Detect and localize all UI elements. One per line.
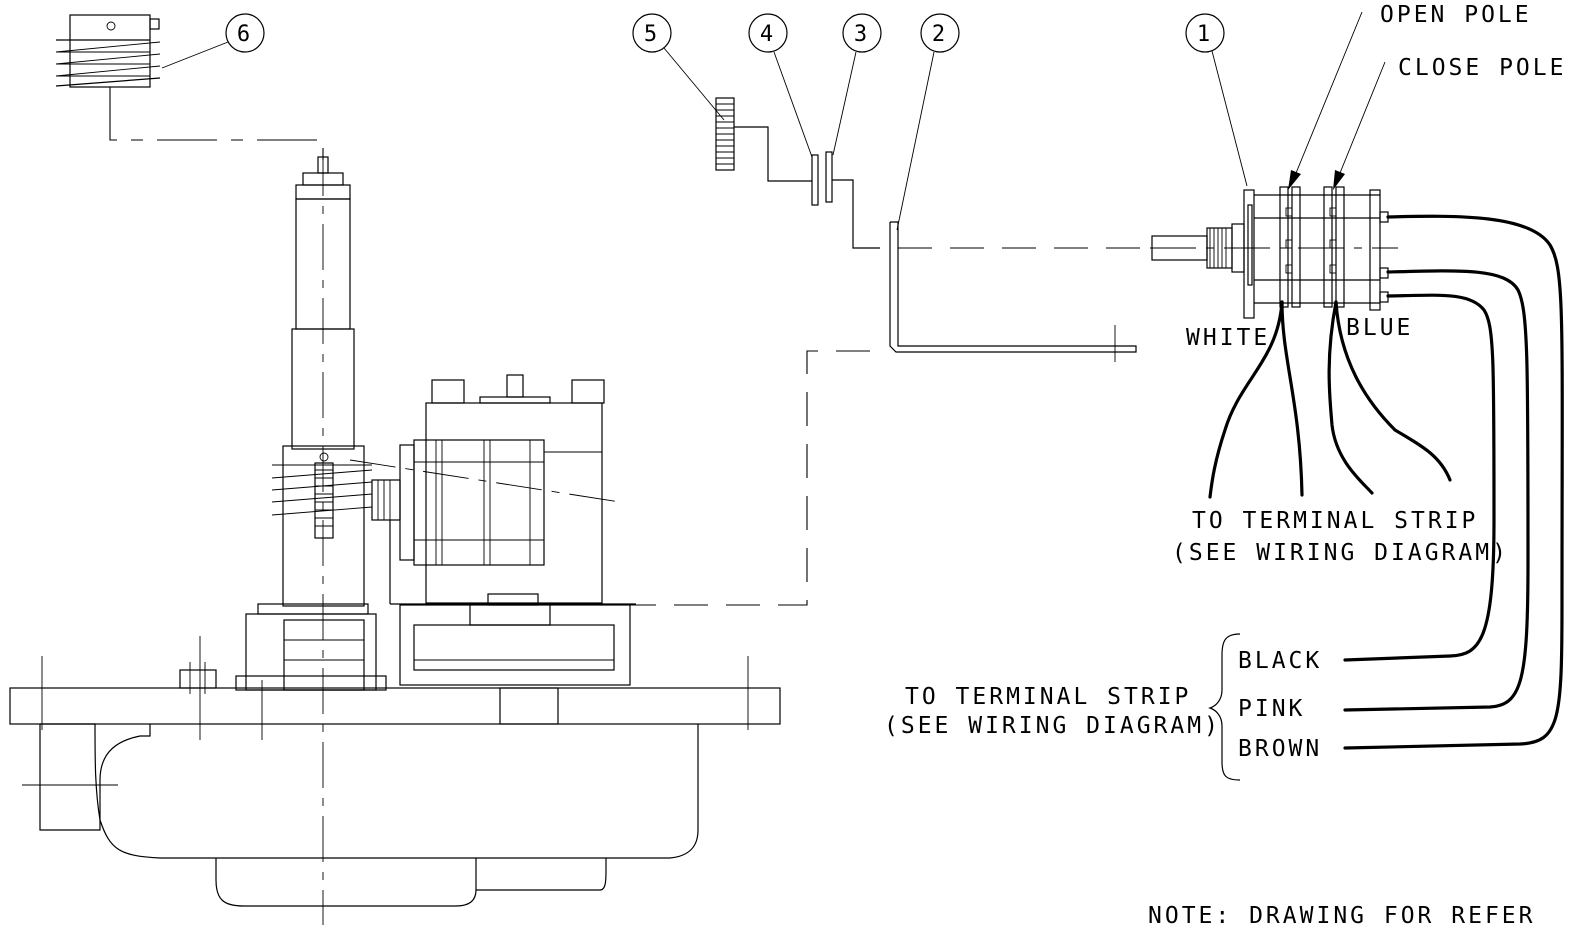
part-3-washer xyxy=(825,151,833,203)
close-pole-label: CLOSE POLE xyxy=(1398,55,1566,81)
balloon-3: 3 xyxy=(832,13,882,156)
actuator-base-assembly xyxy=(9,150,781,925)
white-wire-label: WHITE xyxy=(1186,325,1270,351)
balloon-1: 1 xyxy=(1185,13,1248,187)
open-pole-leader xyxy=(1288,11,1363,190)
open-pole-label: OPEN POLE xyxy=(1380,2,1532,28)
terminal-strip-upper-line1: TO TERMINAL STRIP xyxy=(1192,508,1478,534)
wire-group-brace xyxy=(1208,633,1241,781)
balloon-2: 2 xyxy=(896,13,960,231)
part-5-axis xyxy=(734,126,812,182)
svg-text:4: 4 xyxy=(760,22,776,47)
assembly-path-bracket xyxy=(612,350,870,606)
svg-text:6: 6 xyxy=(237,22,253,47)
part-2-bracket xyxy=(889,221,1137,362)
terminal-strip-upper-line2: (SEE WIRING DIAGRAM) xyxy=(1172,540,1509,566)
svg-text:1: 1 xyxy=(1197,22,1213,47)
assembly-path-6 xyxy=(109,87,324,160)
part-5-gear xyxy=(715,97,735,171)
terminal-strip-lower-line1: TO TERMINAL STRIP xyxy=(905,684,1191,710)
balloon-6: 6 xyxy=(161,13,265,69)
part-3-axis xyxy=(832,179,880,249)
balloon-4: 4 xyxy=(748,13,813,158)
black-wire-label: BLACK xyxy=(1238,648,1322,674)
part-1-rotary-switch xyxy=(1150,186,1398,319)
close-pole-leader xyxy=(1333,61,1386,190)
blue-wire-label: BLUE xyxy=(1346,315,1413,341)
part-6-spring-clip xyxy=(55,14,161,88)
switch-lead-wires xyxy=(1208,300,1452,499)
brown-wire-label: BROWN xyxy=(1238,736,1322,762)
balloon-5: 5 xyxy=(632,13,725,121)
switch-loop-wires xyxy=(1343,214,1564,750)
svg-text:2: 2 xyxy=(932,22,948,47)
svg-text:5: 5 xyxy=(644,22,660,47)
drawing-note: NOTE: DRAWING FOR REFER xyxy=(1148,903,1536,929)
terminal-strip-lower-line2: (SEE WIRING DIAGRAM) xyxy=(884,713,1221,739)
part-4-washer xyxy=(811,154,819,206)
svg-text:3: 3 xyxy=(854,22,870,47)
pink-wire-label: PINK xyxy=(1238,696,1305,722)
